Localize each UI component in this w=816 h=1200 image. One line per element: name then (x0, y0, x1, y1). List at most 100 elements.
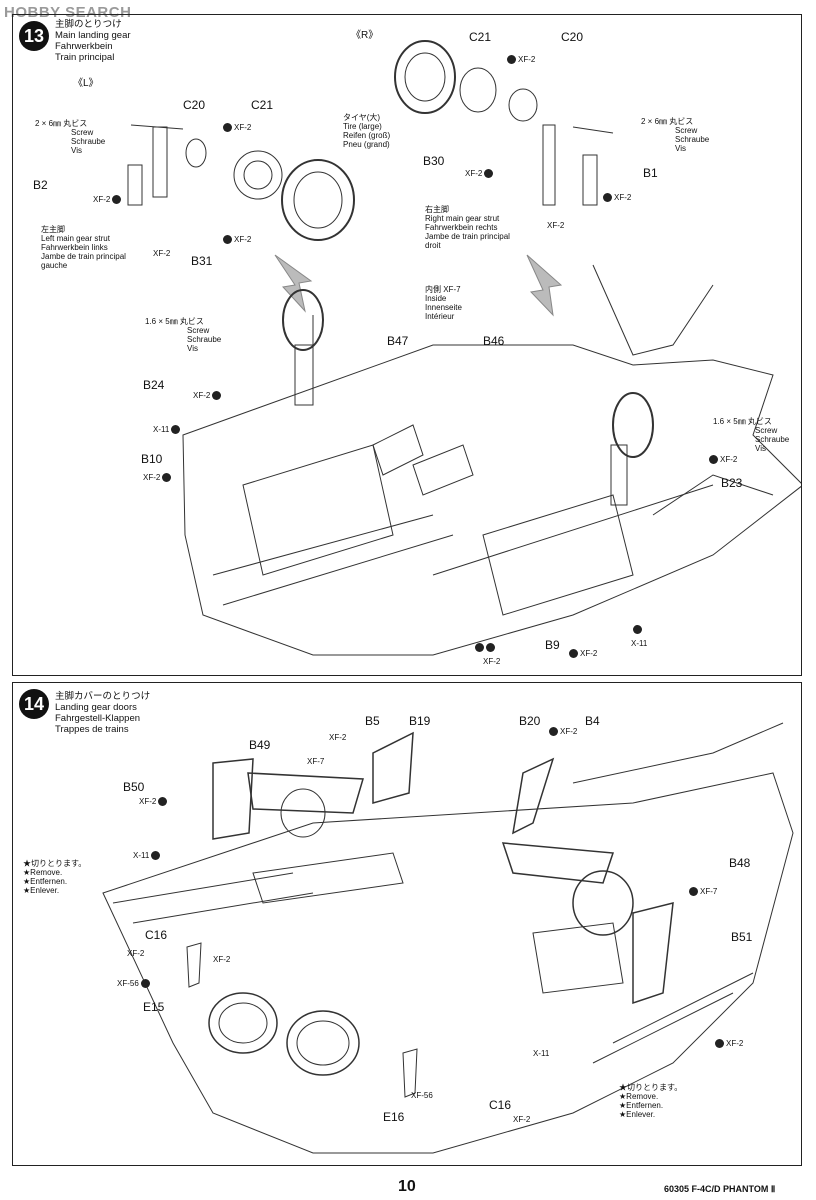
part-b20: B20 (519, 714, 541, 728)
part-e16: E16 (383, 1110, 405, 1124)
part-b31: B31 (191, 254, 213, 268)
left-strut-note: 左主脚 Left main gear strut Fahrwerkbein li… (41, 225, 126, 270)
title-fr: Train principal (55, 52, 115, 63)
paint-callout: XF-7 (307, 757, 324, 766)
paint-dot-icon (112, 195, 122, 204)
paint-callout: XF-2 (329, 733, 346, 742)
part-b24: B24 (143, 378, 165, 392)
paint-code: XF-2 (153, 249, 171, 258)
paint-code: X-11 (133, 851, 150, 860)
inside-note-line: Intérieur (425, 312, 455, 321)
paint-dot-icon (709, 455, 718, 464)
part-b51: B51 (731, 930, 753, 944)
part-b9: B9 (545, 638, 560, 652)
screw-note-line: Schraube (755, 435, 790, 444)
paint-code: X-11 (631, 639, 648, 648)
inside-note-line: Innenseite (425, 303, 462, 312)
paint-callout: XF-2 (603, 193, 631, 202)
paint-code: XF-2 (139, 797, 157, 806)
remove-note-line: ★Entfernen. (619, 1101, 664, 1110)
screw-note-line: Screw (755, 426, 778, 435)
screw-note-line: Screw (71, 128, 94, 137)
strut-note-line: 右主脚 (425, 205, 449, 214)
paint-code: XF-2 (580, 649, 598, 658)
model-name: 60305 F-4C/D PHANTOM Ⅱ (664, 1184, 776, 1194)
title-jp: 主脚カバーのとりつけ (55, 691, 151, 702)
screw-note-line: Schraube (187, 335, 222, 344)
part-c20-right: C20 (561, 30, 584, 44)
left-strut-shape (152, 126, 168, 198)
screw-note-line: Vis (675, 144, 686, 153)
paint-dot-icon (151, 851, 161, 860)
part-e15: E15 (143, 1000, 165, 1014)
paint-dot-icon (171, 425, 181, 434)
tire-note-line: Tire (large) (343, 122, 382, 131)
part-c20-left: C20 (183, 98, 206, 112)
screw-note-line: Screw (187, 326, 210, 335)
paint-dot-icon (549, 727, 558, 736)
paint-callout: XF-2 (549, 727, 577, 736)
paint-code: XF-2 (614, 193, 632, 202)
inside-note-line: Inside (425, 294, 447, 303)
remove-note-line: ★切りとります。 (619, 1083, 683, 1092)
strut-note-line: Jambe de train principal (41, 252, 126, 261)
paint-code: X-11 (153, 425, 170, 434)
paint-callout: XF-2 (223, 235, 251, 244)
screw-note-line: 1.6 × 5㎜ 丸ビス (713, 417, 772, 426)
screw-note-line: Schraube (71, 137, 106, 146)
paint-callout: XF-2 (569, 649, 597, 658)
part-b4: B4 (585, 714, 600, 728)
remove-note-line: ★Remove. (23, 868, 63, 877)
part-b48: B48 (729, 856, 751, 870)
paint-code: XF-56 (117, 979, 139, 988)
part-c16-right: C16 (489, 1098, 512, 1112)
paint-code: XF-7 (700, 887, 718, 896)
paint-code: XF-2 (143, 473, 161, 482)
screw-note-line: Screw (675, 126, 698, 135)
title-jp: 主脚のとりつけ (55, 19, 122, 30)
paint-code: XF-2 (513, 1115, 531, 1124)
step-number-13: 13 (19, 21, 49, 51)
remove-note-right: ★切りとります。 ★Remove. ★Entfernen. ★Enlever. (619, 1083, 682, 1119)
paint-code: XF-2 (127, 949, 145, 958)
left-side-marker: 《L》 (73, 78, 99, 89)
screw-note-line: 2 × 6㎜ 丸ビス (35, 119, 88, 128)
part-c21-left: C21 (251, 98, 274, 112)
paint-dot-icon (140, 979, 150, 988)
page-number: 10 (398, 1178, 416, 1195)
part-b47: B47 (387, 334, 409, 348)
paint-code: XF-2 (465, 169, 483, 178)
part-b50: B50 (123, 780, 145, 794)
step-14-panel: 14 主脚カバーのとりつけ Landing gear doors Fahrges… (12, 682, 802, 1166)
step-13-title: 主脚のとりつけ Main landing gear Fahrwerkbein T… (55, 19, 131, 63)
paint-dot-icon (212, 391, 222, 400)
inside-paint-note: 内側 XF-7 Inside Innenseite Intérieur (425, 285, 462, 321)
screw-note-line: 2 × 6㎜ 丸ビス (641, 117, 694, 126)
step-14-title: 主脚カバーのとりつけ Landing gear doors Fahrgestel… (55, 691, 150, 735)
paint-callout: XF-2 (143, 473, 172, 482)
tire-note-line: タイヤ(大) (343, 113, 381, 122)
remove-note-line: ★Remove. (619, 1092, 659, 1101)
screw-note-right: 2 × 6㎜ 丸ビス Screw Schraube Vis (641, 117, 709, 153)
title-fr: Trappes de trains (55, 724, 129, 735)
strut-note-line: Right main gear strut (425, 214, 500, 223)
paint-dot-icon (689, 887, 698, 896)
small-screw-note-left: 1.6 × 5㎜ 丸ビス Screw Schraube Vis (145, 317, 221, 353)
title-de: Fahrwerkbein (55, 41, 113, 52)
screw-note-line: Schraube (675, 135, 710, 144)
paint-callout: XF-2 (213, 955, 230, 964)
paint-callout: X-11 (631, 639, 647, 648)
screw-note-line: 1.6 × 5㎜ 丸ビス (145, 317, 204, 326)
screw-note-left: 2 × 6㎜ 丸ビス Screw Schraube Vis (35, 119, 105, 155)
step-13-panel: 13 主脚のとりつけ Main landing gear Fahrwerkbei… (12, 14, 802, 676)
part-b46: B46 (483, 334, 505, 348)
paint-callout: XF-2 (127, 949, 144, 958)
paint-code: XF-2 (193, 391, 211, 400)
strut-note-line: gauche (41, 261, 68, 270)
paint-code: XF-2 (213, 955, 231, 964)
title-de: Fahrgestell-Klappen (55, 713, 141, 724)
small-screw-note-right: 1.6 × 5㎜ 丸ビス Screw Schraube Vis (713, 417, 789, 453)
tire-note: タイヤ(大) Tire (large) Reifen (groß) Pneu (… (343, 113, 390, 149)
paint-callout: XF-2 (465, 169, 494, 178)
step-number-14: 14 (19, 689, 49, 719)
